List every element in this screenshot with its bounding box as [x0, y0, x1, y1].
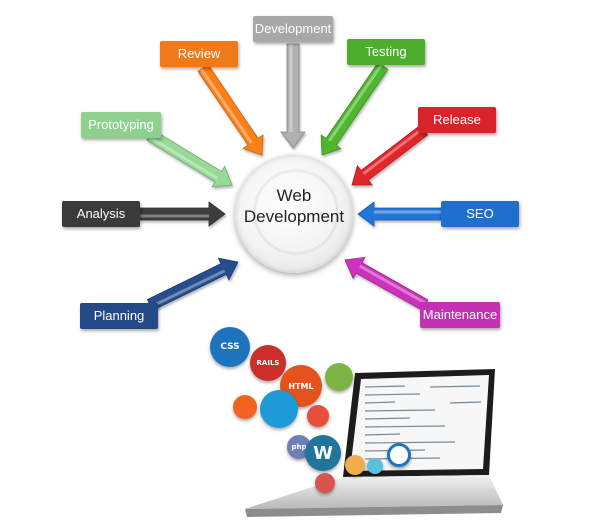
- android-icon: [325, 363, 353, 391]
- arrow-testing-highlight: [328, 64, 383, 142]
- joomla-icon: [307, 405, 329, 427]
- hub-title-line1: Web: [276, 186, 312, 205]
- joomla-small-icon: [315, 473, 335, 493]
- laptop-with-tech-icons: CSS RAILS HTML php W: [205, 325, 505, 520]
- arrow-analysis: [139, 201, 226, 227]
- stage-review-label: Review: [160, 41, 238, 67]
- arrow-prototyping: [146, 129, 233, 188]
- stage-maintenance-label: Maintenance: [420, 302, 500, 328]
- arrow-development: [280, 43, 306, 149]
- stage-planning-label: Planning: [80, 303, 158, 329]
- magento-icon: [233, 395, 257, 419]
- swirl-watermark-icon: [253, 169, 339, 255]
- stage-seo-label: SEO: [441, 201, 519, 227]
- arrow-prototyping-highlight: [148, 135, 219, 180]
- arrow-seo: [357, 201, 442, 227]
- drupal-icon: [260, 390, 298, 428]
- stage-testing-label: Testing: [347, 39, 425, 65]
- stage-prototyping-label: Prototyping: [81, 112, 161, 138]
- stage-release-label: Release: [418, 107, 496, 133]
- arrow-maintenance: [344, 256, 429, 311]
- hub-title-line2: Development: [243, 207, 345, 226]
- ring-icon: [387, 443, 411, 467]
- css3-icon: CSS: [210, 327, 250, 367]
- stage-analysis-label: Analysis: [62, 201, 140, 227]
- laptop-icon: [245, 369, 503, 517]
- plugin-icon: [345, 455, 365, 475]
- stage-development-label: Development: [253, 16, 333, 42]
- arrow-maintenance-highlight: [359, 264, 427, 305]
- arrow-release-highlight: [362, 127, 424, 175]
- arrow-testing: [320, 62, 389, 156]
- arrow-review-highlight: [200, 68, 253, 144]
- wordpress-icon: W: [305, 435, 341, 471]
- rails-icon: RAILS: [250, 345, 286, 381]
- arrow-planning-highlight: [150, 269, 226, 309]
- web-development-hub: Web Development: [235, 155, 353, 273]
- hub-title: Web Development: [235, 185, 353, 227]
- plugin-small-icon: [367, 458, 383, 474]
